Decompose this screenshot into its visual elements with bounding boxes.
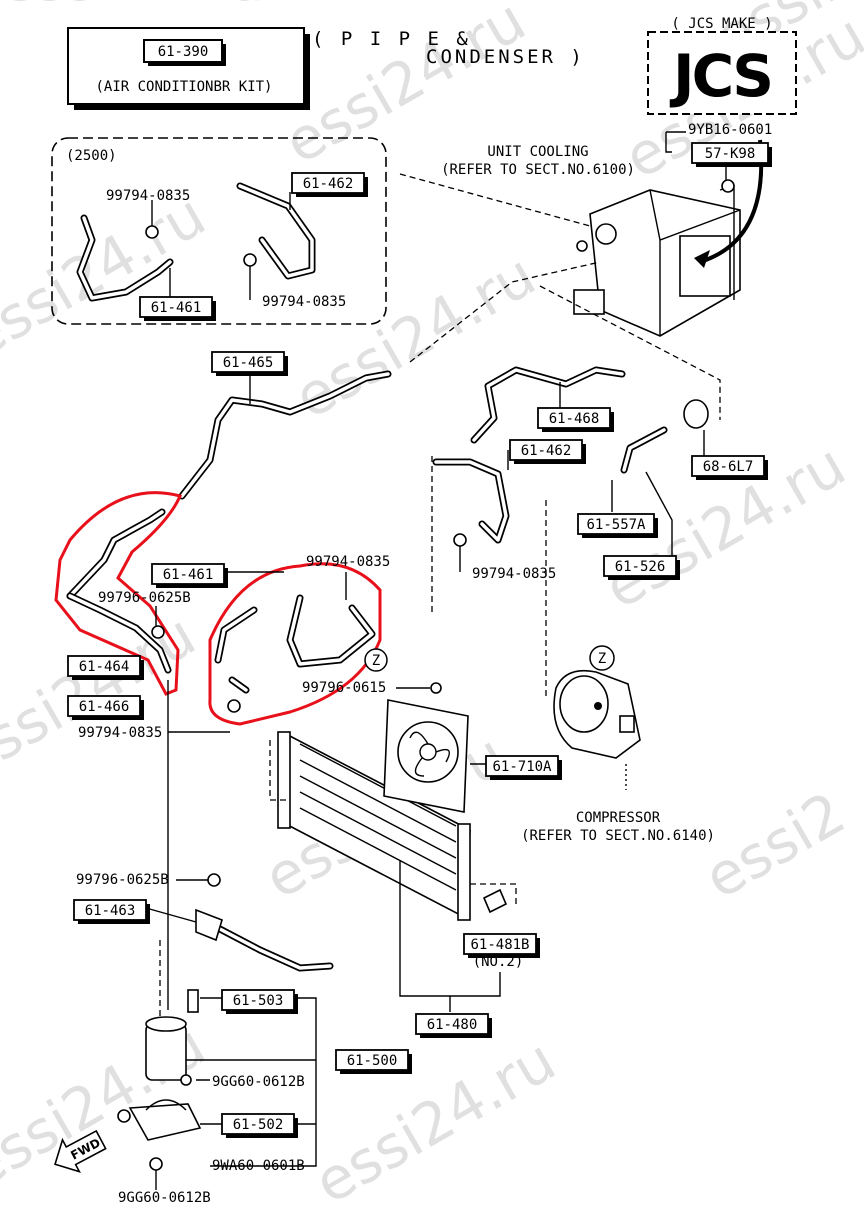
part-code-box: 61-461 <box>139 296 216 321</box>
kit-name: (AIR CONDITIONBR KIT) <box>95 79 272 95</box>
page-title-line1: ( P I P E & <box>312 28 471 50</box>
part-code: 9YB16-0601 <box>688 122 772 138</box>
part-code: 99794-0835 <box>472 566 556 582</box>
compressor-ref: (REFER TO SECT.NO.6140) <box>521 828 715 844</box>
part-code: 61-468 <box>549 411 600 427</box>
condenser-fan <box>383 699 469 813</box>
unit-cooling-ref: (REFER TO SECT.NO.6100) <box>441 162 635 178</box>
part-code: 9GG60-0612B <box>118 1190 211 1206</box>
part-code: 61-502 <box>233 1117 284 1133</box>
part-code: 61-557A <box>586 517 646 533</box>
part-code-box: 61-480 <box>415 1013 492 1038</box>
part-code: 61-480 <box>427 1017 478 1033</box>
part-code-box: 61-557A <box>577 513 658 538</box>
part-code: 99794-0835 <box>106 188 190 204</box>
part-code: 61-503 <box>233 993 284 1009</box>
part-code: 61-481B <box>470 937 529 953</box>
kit-code: 61-390 <box>158 44 209 60</box>
part-code: 99794-0835 <box>78 725 162 741</box>
part-code-box: 61-464 <box>67 655 144 680</box>
watermark: essi2 <box>693 779 856 912</box>
part-code-box: 61-465 <box>211 351 288 376</box>
part-code-box: 61-462 <box>291 172 368 197</box>
z-marker: Z <box>372 653 380 669</box>
part-code-box: 61-526 <box>603 555 680 580</box>
part-code-box: 61-466 <box>67 695 144 720</box>
part-code: 57-K98 <box>705 146 756 162</box>
part-code: 61-462 <box>303 176 354 192</box>
part-code-box: 61-462 <box>509 439 586 464</box>
part-code: 99794-0835 <box>262 294 346 310</box>
part-code: 61-500 <box>347 1053 398 1069</box>
part-code: 61-526 <box>615 559 666 575</box>
part-code: 99796-0625B <box>76 872 169 888</box>
watermark: essi24.ru <box>0 0 265 14</box>
compressor-note: COMPRESSOR <box>576 810 661 826</box>
part-code-box: 61-710A <box>485 755 562 780</box>
part-code: 61-466 <box>79 699 130 715</box>
part-code: 99796-0615 <box>302 680 386 696</box>
part-code: 61-463 <box>85 903 136 919</box>
part-code: 61-465 <box>223 355 274 371</box>
part-code: 61-462 <box>521 443 572 459</box>
boxed-code-layer: 57-K98 61-462 61-461 61-465 61-468 61-462 68-6… <box>67 142 772 1138</box>
condenser <box>277 731 471 921</box>
part-code: 61-461 <box>163 567 214 583</box>
watermark: essi24.ru <box>283 241 547 432</box>
highlight-outline-left <box>54 491 183 696</box>
compressor-z-marker: Z <box>598 651 606 667</box>
receiver-drier <box>117 989 202 1190</box>
inset-2500: (2500) <box>51 137 387 325</box>
part-code: 9GG60-0612B <box>212 1074 305 1090</box>
part-code: 61-710A <box>492 759 552 775</box>
jcs-make-label: ( JCS MAKE ) <box>671 16 772 32</box>
part-code-box: 61-481B <box>463 933 540 958</box>
highlight-outline-right <box>208 562 382 726</box>
kit-header: 61-390 (AIR CONDITIONBR KIT) <box>67 27 310 110</box>
page-title-line2: CONDENSER ) <box>426 46 585 68</box>
jcs-logo: JCS <box>669 42 771 110</box>
part-code-box: 61-463 <box>73 899 150 924</box>
part-code-box: 61-503 <box>221 989 298 1014</box>
part-code: 61-464 <box>79 659 130 675</box>
compressor: Z <box>553 645 641 759</box>
part-code-box: 57-K98 <box>691 142 772 167</box>
inset-label: (2500) <box>66 148 117 164</box>
part-code-box: 61-461 <box>151 563 228 588</box>
unit-cooling-note: UNIT COOLING <box>487 144 588 160</box>
part-code-box: 61-468 <box>537 407 614 432</box>
unit-cooling <box>573 185 741 337</box>
part-code: 99796-0625B <box>98 590 191 606</box>
part-code: 61-461 <box>151 300 202 316</box>
part-code: 99794-0835 <box>306 554 390 570</box>
jcs-make-badge: ( JCS MAKE ) JCS <box>647 16 797 115</box>
part-code-box: 61-502 <box>221 1113 298 1138</box>
part-code: 68-6L7 <box>703 459 754 475</box>
part-code: 9WA60-0601B <box>212 1158 305 1174</box>
watermark: essi24.ru <box>0 181 217 372</box>
part-code-box: 68-6L7 <box>691 455 768 480</box>
part-code-box: 61-500 <box>335 1049 412 1074</box>
